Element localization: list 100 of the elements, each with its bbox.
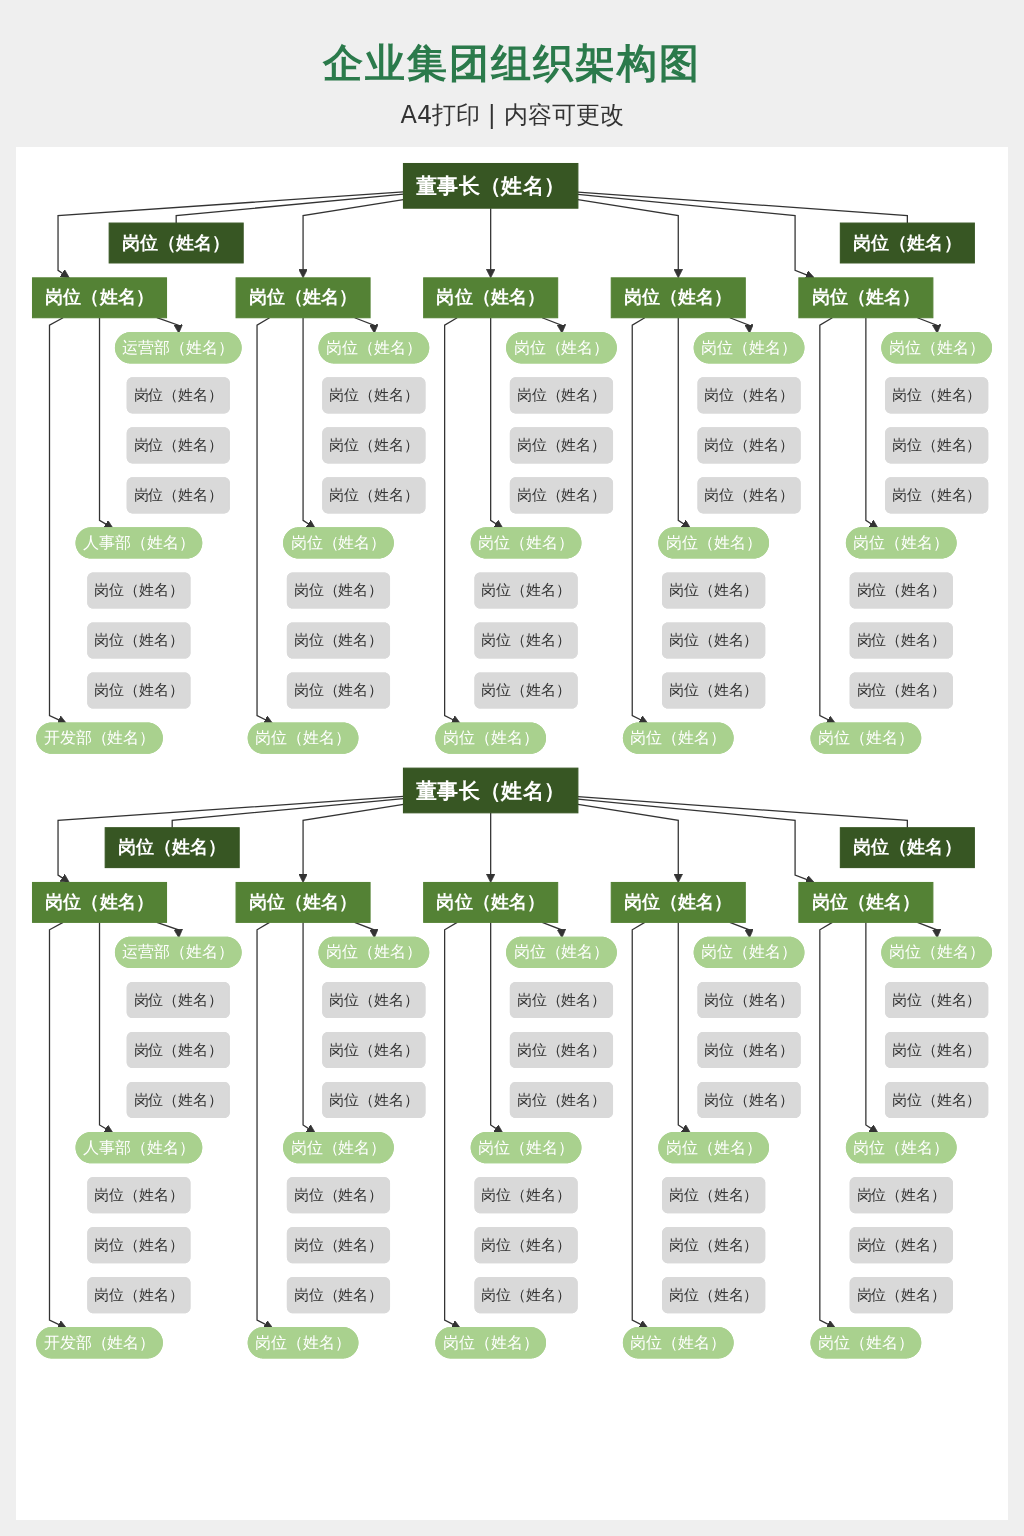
department-pill: 岗位（姓名） [810,1327,922,1359]
sub-position-box: 岗位（姓名） [885,981,989,1019]
sub-position-box: 岗位（姓名） [885,1031,989,1069]
arrow [353,317,379,334]
position-header-box: 岗位（姓名） [798,881,934,923]
connector-line [577,191,908,224]
department-pill: 岗位（姓名） [622,722,734,754]
sub-position-box: 岗位（姓名） [849,622,953,659]
arrow [444,921,461,1329]
sub-position-box: 岗位（姓名） [322,981,426,1019]
department-pill: 岗位（姓名） [506,332,617,364]
sub-position-box: 岗位（姓名） [697,1081,801,1119]
department-pill: 岗位（姓名） [881,936,992,969]
arrow [577,803,683,883]
position-header-box: 岗位（姓名） [31,277,168,319]
arrow [98,921,114,1134]
department-pill: 岗位（姓名） [658,1131,770,1164]
arrow [490,921,504,1134]
department-pill: 岗位（姓名） [506,936,617,969]
department-pill: 岗位（姓名） [693,332,805,364]
department-pill: 人事部（姓名） [75,527,203,559]
arrow [865,317,879,529]
sub-position-box: 岗位（姓名） [509,427,614,464]
sub-position-box: 岗位（姓名） [849,1277,953,1314]
department-pill: 岗位（姓名） [881,332,992,364]
arrow [631,317,649,724]
arrow [256,317,274,724]
sub-position-box: 岗位（姓名） [322,477,426,514]
department-pill: 岗位（姓名） [470,527,582,559]
department-pill: 岗位（姓名） [435,722,547,754]
sub-position-box: 岗位（姓名） [286,1177,391,1214]
sub-position-box: 岗位（姓名） [662,672,766,709]
sub-position-box: 岗位（姓名） [697,981,801,1019]
arrow [916,317,942,334]
sub-position-box: 岗位（姓名） [322,1081,426,1119]
sub-position-box: 岗位（姓名） [286,672,391,709]
department-pill: 岗位（姓名） [810,722,922,754]
arrow [577,798,815,884]
sub-position-box: 岗位（姓名） [662,1277,766,1314]
arrow [98,317,114,529]
sub-position-box: 岗位（姓名） [126,981,230,1019]
sub-position-box: 岗位（姓名） [509,981,614,1019]
arrow [156,317,183,334]
arrow [490,317,504,529]
department-pill: 岗位（姓名） [283,527,394,559]
sub-position-box: 岗位（姓名） [849,672,953,709]
sub-position-box: 岗位（姓名） [662,622,766,659]
position-header-box: 岗位（姓名） [610,277,746,319]
arrow [156,921,183,939]
sub-position-box: 岗位（姓名） [849,1227,953,1264]
department-pill: 岗位（姓名） [318,936,430,969]
sub-position-box: 岗位（姓名） [885,377,989,414]
chairman-box: 董事长（姓名） [402,163,579,209]
department-pill: 岗位（姓名） [622,1327,734,1359]
connector-line [577,796,908,829]
sub-position-box: 岗位（姓名） [509,477,614,514]
sub-position-box: 岗位（姓名） [126,427,230,464]
position-box: 岗位（姓名） [839,222,975,264]
arrow [577,199,683,279]
position-header-box: 岗位（姓名） [423,881,559,923]
position-header-box: 岗位（姓名） [235,277,371,319]
department-pill: 开发部（姓名） [36,722,163,754]
position-header-box: 岗位（姓名） [423,277,559,319]
arrow [302,317,316,529]
sub-position-box: 岗位（姓名） [87,1177,191,1214]
sub-position-box: 岗位（姓名） [697,377,801,414]
sub-position-box: 岗位（姓名） [849,572,953,609]
sub-position-box: 岗位（姓名） [474,672,578,709]
arrow [865,921,879,1134]
sub-position-box: 岗位（姓名） [286,1277,391,1314]
department-pill: 岗位（姓名） [845,527,957,559]
sub-position-box: 岗位（姓名） [126,377,230,414]
sub-position-box: 岗位（姓名） [87,1277,191,1314]
arrow [256,921,274,1329]
sub-position-box: 岗位（姓名） [662,1177,766,1214]
arrow [819,921,836,1329]
position-box: 岗位（姓名） [108,222,244,264]
department-pill: 岗位（姓名） [283,1131,394,1164]
arrow [677,317,691,529]
arrow [631,921,649,1329]
sub-position-box: 岗位（姓名） [697,477,801,514]
department-pill: 岗位（姓名） [693,936,805,969]
arrow [819,317,836,724]
department-pill: 岗位（姓名） [845,1131,957,1164]
sub-position-box: 岗位（姓名） [87,1227,191,1264]
position-box: 岗位（姓名） [839,827,975,869]
sub-position-box: 岗位（姓名） [322,427,426,464]
sub-position-box: 岗位（姓名） [885,1081,989,1119]
department-pill: 岗位（姓名） [658,527,770,559]
sub-position-box: 岗位（姓名） [474,1227,578,1264]
sub-position-box: 岗位（姓名） [474,1177,578,1214]
sub-position-box: 岗位（姓名） [509,1081,614,1119]
arrow [444,317,461,724]
department-pill: 岗位（姓名） [470,1131,582,1164]
position-header-box: 岗位（姓名） [31,881,168,923]
sub-position-box: 岗位（姓名） [87,672,191,709]
chairman-box: 董事长（姓名） [402,767,579,814]
arrow [486,207,496,279]
sub-position-box: 岗位（姓名） [286,622,391,659]
department-pill: 运营部（姓名） [114,332,242,364]
